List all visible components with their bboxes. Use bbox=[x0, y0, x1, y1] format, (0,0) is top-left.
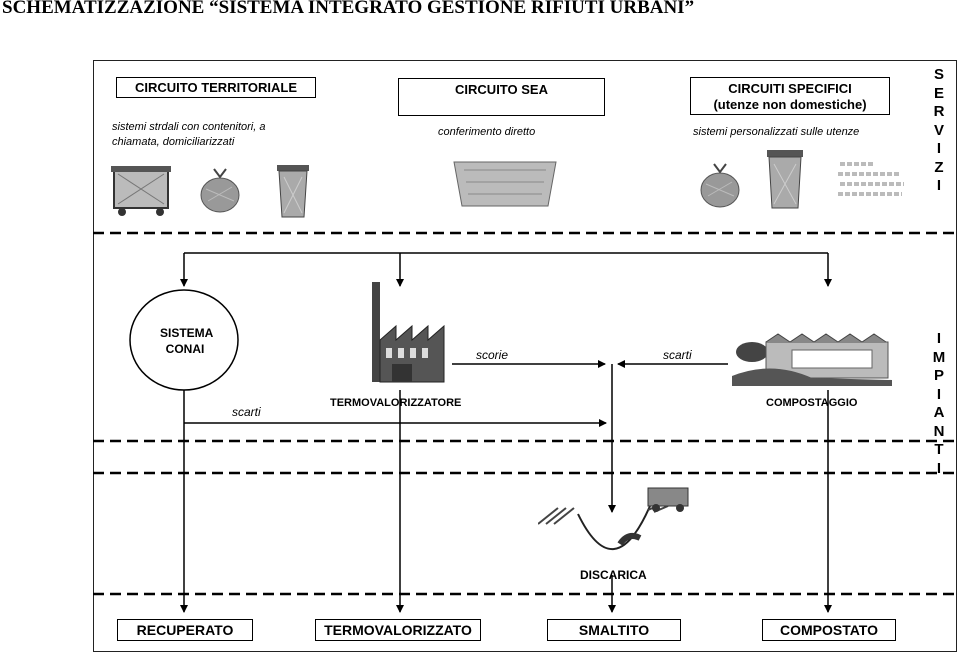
scorie-label: scorie bbox=[476, 348, 509, 362]
bin-icon-2 bbox=[767, 150, 803, 209]
conai-label: SISTEMA CONAI bbox=[160, 326, 214, 356]
document-icon bbox=[838, 162, 904, 196]
circuiti-specifici-title-1: CIRCUITI SPECIFICI bbox=[728, 81, 852, 96]
circuito-sea-title: CIRCUITO SEA bbox=[398, 78, 605, 116]
output-smaltito: SMALTITO bbox=[547, 619, 681, 641]
circuito-sea-desc: conferimento diretto bbox=[438, 126, 536, 138]
circuito-territoriale-title: CIRCUITO TERRITORIALE bbox=[116, 77, 316, 98]
output-recuperato: RECUPERATO bbox=[117, 619, 253, 641]
scarti-compost-label: scarti bbox=[663, 348, 692, 362]
landfill-icon bbox=[538, 487, 689, 550]
compostaggio-label: COMPOSTAGGIO bbox=[766, 397, 858, 409]
bin-icon bbox=[277, 165, 309, 218]
conai-label-1: SISTEMA bbox=[160, 326, 214, 340]
scarti-conai-label: scarti bbox=[232, 405, 261, 419]
page-title: SCHEMATIZZAZIONE “SISTEMA INTEGRATO GEST… bbox=[2, 0, 695, 18]
conai-ellipse bbox=[129, 289, 239, 391]
output-termovalorizzato: TERMOVALORIZZATO bbox=[315, 619, 481, 641]
circuito-territoriale-desc-2: chiamata, domiciliarizzati bbox=[112, 136, 235, 148]
discarica-label: DISCARICA bbox=[580, 568, 647, 582]
output-compostato: COMPOSTATO bbox=[762, 619, 896, 641]
container-icon bbox=[453, 161, 557, 207]
waste-bag-icon-2 bbox=[700, 163, 740, 208]
waste-bag-icon bbox=[200, 168, 240, 213]
circuiti-specifici-desc: sistemi personalizzati sulle utenze bbox=[693, 126, 860, 138]
termovalorizzatore-label: TERMOVALORIZZATORE bbox=[330, 397, 462, 409]
conai-label-2: CONAI bbox=[165, 342, 205, 356]
circuiti-specifici-title-2: (utenze non domestiche) bbox=[713, 97, 867, 112]
dumpster-icon bbox=[111, 166, 171, 216]
diagram-frame bbox=[93, 60, 957, 652]
circuito-territoriale-desc-1: sistemi strdali con contenitori, a bbox=[112, 121, 266, 133]
compost-plant-icon bbox=[732, 333, 892, 386]
factory-icon bbox=[372, 282, 445, 383]
circuiti-specifici-title: CIRCUITI SPECIFICI (utenze non domestich… bbox=[690, 77, 890, 115]
